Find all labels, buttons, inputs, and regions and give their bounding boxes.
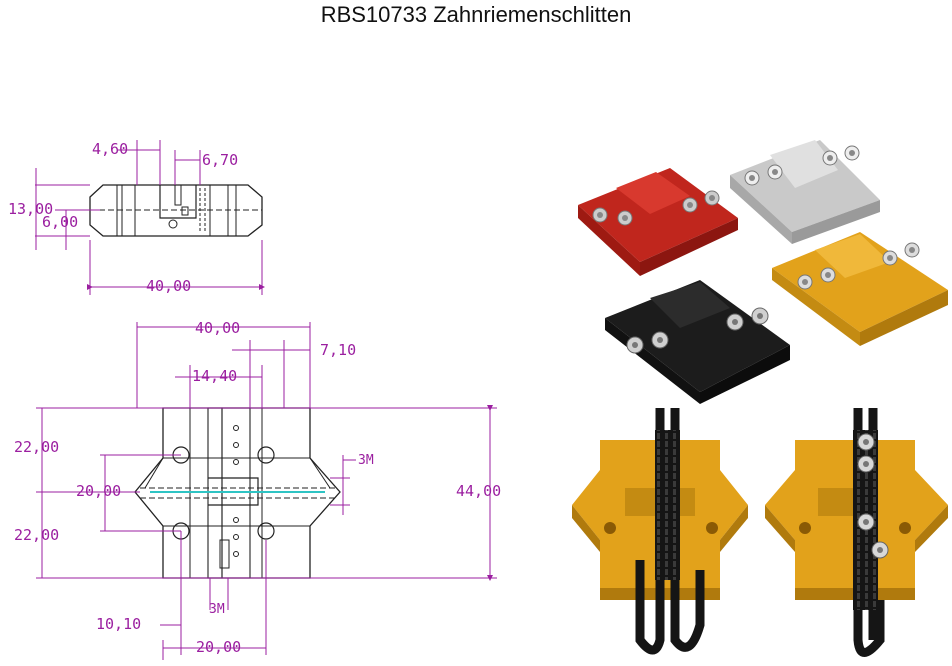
dim-40-00-top: 40,00 <box>146 277 191 295</box>
front-view-drawing: 40,00 7,10 14,40 22,00 20,00 22,00 44,00… <box>14 319 501 660</box>
dim-6-70: 6,70 <box>202 151 238 169</box>
dim-22-00-top: 22,00 <box>14 438 59 456</box>
dim-14-40: 14,40 <box>192 367 237 385</box>
dim-20-00-bottom: 20,00 <box>196 638 241 656</box>
page-title: RBS10733 Zahnriemenschlitten <box>320 2 632 27</box>
dim-3m-bottom: 3M <box>209 602 225 617</box>
top-view-outline <box>89 184 263 237</box>
photo-gold-carriage <box>772 232 948 346</box>
photo-gold-carriage-belt-a <box>572 408 748 655</box>
top-view-drawing: 4,60 6,70 13,00 6,00 40,00 <box>8 140 265 295</box>
dim-4-60: 4,60 <box>92 140 128 158</box>
photo-red-carriage <box>578 168 738 276</box>
dim-10-10: 10,10 <box>96 615 141 633</box>
dim-40-00-front: 40,00 <box>195 319 240 337</box>
dim-22-00-bottom: 22,00 <box>14 526 59 544</box>
dim-44-00: 44,00 <box>456 482 501 500</box>
dim-7-10: 7,10 <box>320 341 356 359</box>
dim-13-00: 13,00 <box>8 200 53 218</box>
dim-3m-right: 3M <box>358 453 374 468</box>
photo-silver-carriage <box>730 140 880 244</box>
dim-6-00: 6,00 <box>42 213 78 231</box>
photo-gold-carriage-belt-b <box>765 408 948 657</box>
dim-20-00-middle: 20,00 <box>76 482 121 500</box>
photo-black-carriage <box>605 280 790 404</box>
